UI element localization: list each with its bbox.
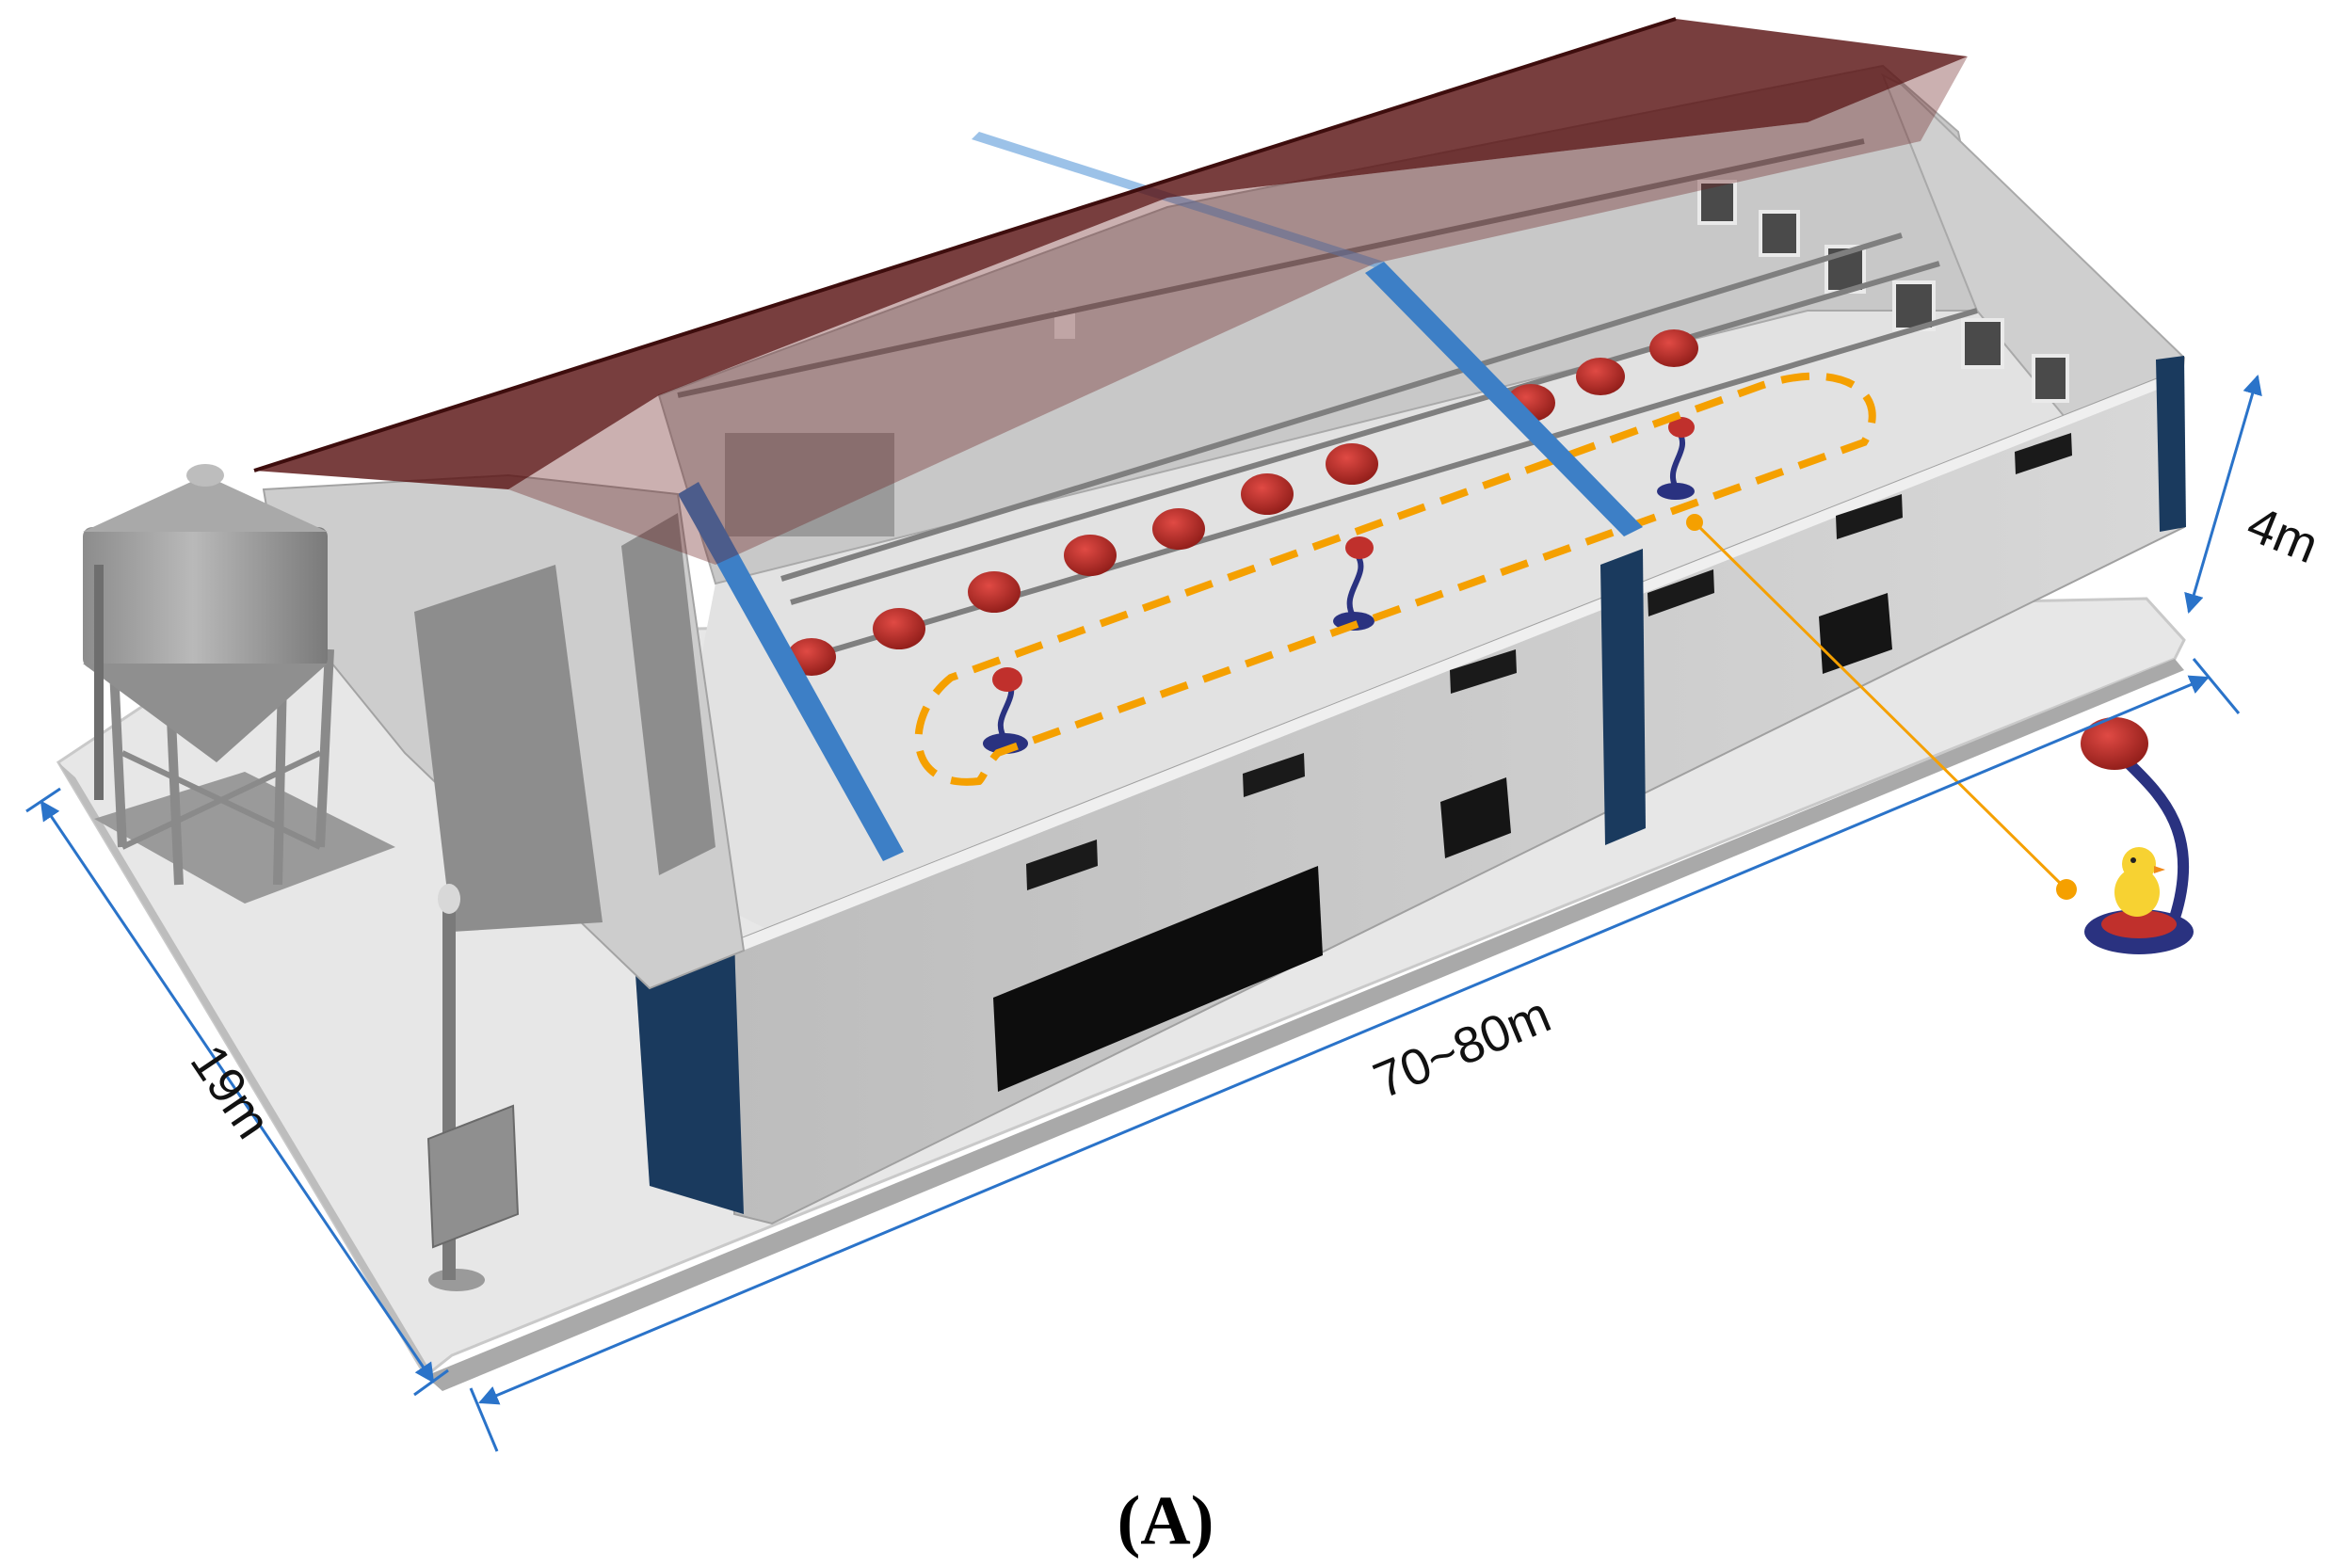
back-wall: [657, 64, 1998, 585]
figure-caption: (A): [1117, 1482, 1214, 1560]
height-label: 4m: [2240, 495, 2326, 574]
feeder-pan-icon: [1326, 443, 1378, 485]
feeder-pan-icon: [1649, 329, 1698, 367]
feeder-pan-icon: [1241, 473, 1294, 515]
robot-feeder-small-3: [1657, 417, 1695, 500]
feeder-pan-icon: [1152, 508, 1205, 550]
barn-roof: [253, 17, 1968, 565]
robot-feeder-icon: [2081, 717, 2194, 954]
feeder-pan-icon: [968, 571, 1021, 613]
length-label: 70~80m: [1366, 986, 1559, 1110]
dimension-height: 4m: [2184, 374, 2326, 615]
feeder-pan-icon: [1064, 535, 1117, 576]
feeder-pan-icon: [1576, 358, 1625, 395]
chick-icon: [2114, 847, 2165, 917]
feeder-pans: [787, 329, 1698, 676]
feeder-pan-icon: [873, 608, 925, 649]
